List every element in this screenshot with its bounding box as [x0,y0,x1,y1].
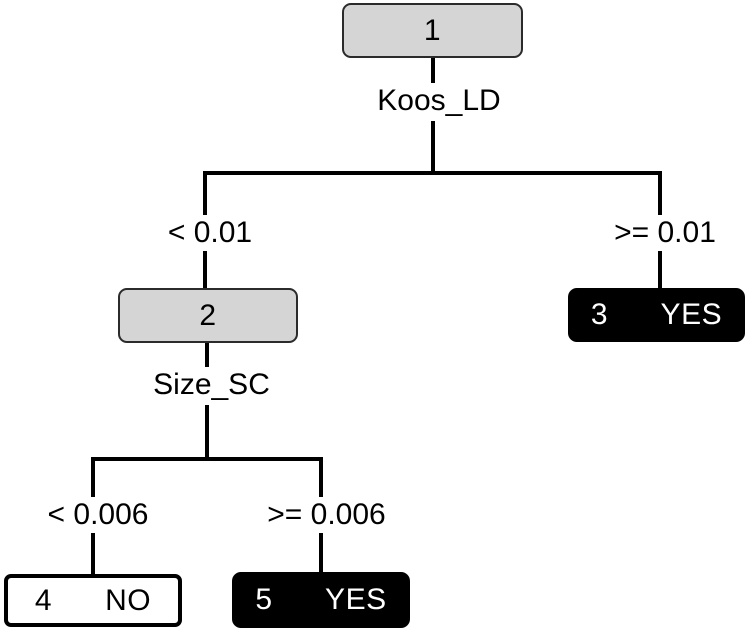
edge-left-branch-upper-level2 [91,457,95,501]
edge-node1-stem-lower [431,121,435,173]
edge-right-branch-lower-level1 [658,251,662,290]
edge-node1-stem-upper [431,58,435,86]
tree-leaf-node-3[interactable]: 3 YES [568,288,745,342]
edge-split-bar-level1 [203,171,662,175]
edge-left-branch-upper-level1 [203,171,207,217]
edge-label-gte-0-006: >= 0.006 [255,497,398,533]
edge-node2-stem-upper [205,343,209,369]
edge-left-branch-lower-level2 [91,533,95,576]
edge-label-gte-0-01: >= 0.01 [604,215,726,251]
edge-right-branch-upper-level1 [658,171,662,217]
split-label-size-sc: Size_SC [147,367,276,403]
edge-left-branch-lower-level1 [203,251,207,290]
split-label-koos-ld: Koos_LD [366,83,512,119]
edge-split-bar-level2 [91,457,323,461]
edge-label-less-than-0-006: < 0.006 [38,497,158,533]
tree-node-1[interactable]: 1 [342,3,523,58]
tree-leaf-node-4[interactable]: 4 NO [4,574,182,627]
edge-right-branch-upper-level2 [319,457,323,501]
tree-node-2[interactable]: 2 [118,288,298,343]
edge-node2-stem-lower [205,405,209,459]
tree-leaf-node-5[interactable]: 5 YES [232,572,410,628]
edge-right-branch-lower-level2 [319,533,323,574]
edge-label-less-than-0-01: < 0.01 [160,215,260,251]
